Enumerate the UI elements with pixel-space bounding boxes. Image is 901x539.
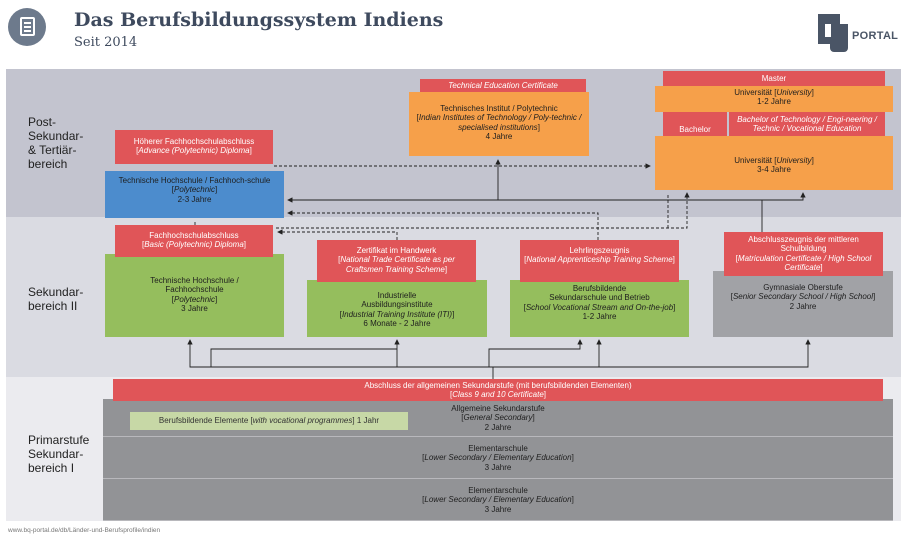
hoeherer-fachhochschulabschluss: Höherer Fachhochschulabschluss [Advance … — [115, 130, 273, 164]
fachhochschulabschluss: Fachhochschulabschluss [Basic (Polytechn… — [115, 225, 273, 257]
band-label-sek2: Sekundar- bereich II — [28, 285, 84, 313]
technische-hochschule-blue-box: Technische Hochschule / Fachhoch-schule … — [105, 171, 284, 218]
page-title: Das Berufsbildungssystem Indiens — [74, 9, 444, 31]
universitaet-bachelor-box: Universität [University] 3-4 Jahre — [655, 136, 893, 190]
elementarschule-box-1: Elementarschule [Lower Secondary / Eleme… — [103, 437, 893, 479]
technisches-institut-box: Technisches Institut / Polytechnic [Indi… — [409, 92, 589, 156]
technische-hochschule-green-box: Technische Hochschule / Fachhochschule [… — [105, 254, 284, 337]
universitaet-master-box: Universität [University] 1-2 Jahre — [655, 86, 893, 112]
zertifikat-im-handwerk: Zertifikat im Handwerk [National Trade C… — [317, 240, 476, 282]
lehrlingszeugnis: Lehrlingszeugnis [National Apprenticeshi… — [520, 240, 679, 282]
bq-portal-logo[interactable]: PORTAL — [814, 14, 901, 54]
abschlusszeugnis-mittlere-schulbildung: Abschlusszeugnis der mittleren Schulbild… — [724, 232, 883, 276]
footer-url[interactable]: www.bq-portal.de/db/Länder-und-Berufspro… — [8, 527, 161, 534]
gymnasiale-oberstufe-box: Gymnasiale Oberstufe [Senior Secondary S… — [713, 271, 893, 337]
berufsbildende-sekundarschule-box: Berufsbildende Sekundarschule und Betrie… — [510, 280, 689, 337]
industrielle-ausbildungsinstitute-box: Industrielle Ausbildungsinstitute [Indus… — [307, 280, 487, 337]
master-label: Master — [663, 71, 885, 86]
band-label-post: Post- Sekundar- & Tertiär- bereich — [28, 115, 84, 171]
abschluss-allgemeine-sekundarstufe: Abschluss der allgemeinen Sekundarstufe … — [113, 379, 883, 401]
page-subtitle: Seit 2014 — [74, 35, 138, 50]
technical-education-certificate: Technical Education Certificate — [420, 79, 586, 92]
logo-text: PORTAL — [852, 30, 899, 42]
document-globe-icon — [8, 8, 46, 46]
band-label-prim: Primarstufe Sekundar- bereich I — [28, 433, 90, 475]
elementarschule-box-2: Elementarschule [Lower Secondary / Eleme… — [103, 479, 893, 521]
berufsbildende-elemente-box: Berufsbildende Elemente [with vocational… — [130, 412, 408, 430]
